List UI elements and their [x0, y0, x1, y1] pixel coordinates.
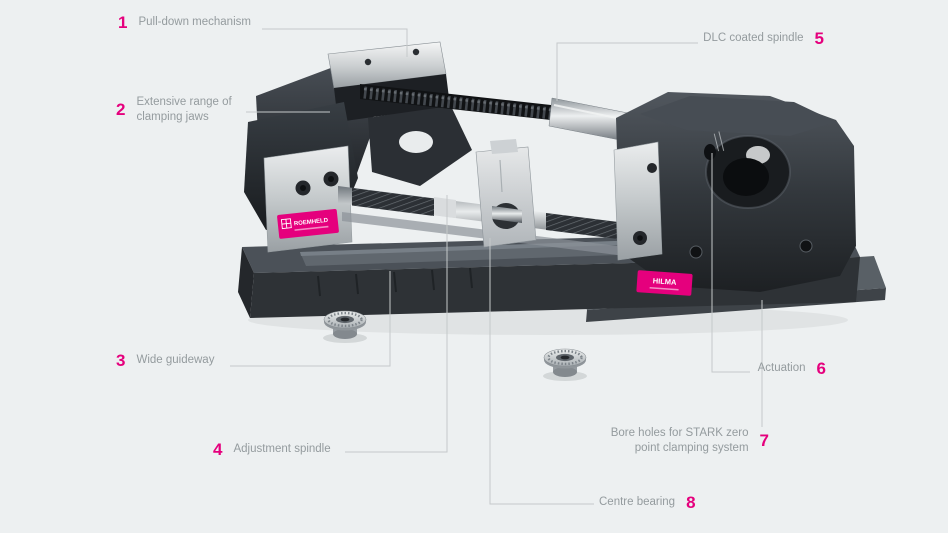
callout-5-line: [556, 42, 698, 101]
callout-1-line: [262, 28, 408, 57]
callout-1-number: 1: [118, 13, 128, 32]
callout-6-line: [711, 153, 750, 373]
callout-actuation: Actuation 6: [758, 360, 826, 377]
plug-screw-right: [543, 348, 587, 381]
callout-6-label: Actuation: [757, 362, 806, 375]
callout-4-number: 4: [213, 440, 223, 459]
hilma-plate-text: HILMA: [652, 276, 677, 287]
callout-8-number: 8: [686, 493, 696, 512]
callout-3-number: 3: [116, 351, 126, 370]
actuation-recess: [704, 144, 716, 160]
centre-bearing: [475, 139, 537, 248]
dlc-spindle: [360, 84, 639, 144]
callout-1-label: Pull-down mechanism: [138, 16, 251, 29]
left-jaw: ROEMHELD: [244, 41, 472, 253]
callout-8-label: Centre bearing: [599, 496, 676, 509]
callout-5-label: DLC coated spindle: [703, 32, 804, 45]
roemheld-plate-text: ROEMHELD: [294, 218, 329, 228]
callout-2-number: 2: [116, 100, 126, 120]
callout-dlc-coated-spindle: DLC coated spindle 5: [703, 30, 824, 47]
callout-8-line: [489, 238, 594, 505]
callout-wide-guideway: 3 Wide guideway: [116, 352, 214, 369]
callout-5-number: 5: [814, 29, 824, 48]
plug-screw-left: [323, 310, 367, 343]
callout-4-line: [345, 195, 448, 453]
callout-centre-bearing: Centre bearing 8: [599, 494, 696, 511]
callout-3-line: [230, 271, 391, 367]
callout-6-number: 6: [816, 359, 826, 378]
callout-clamping-jaws: 2 Extensive range of clamping jaws: [116, 95, 240, 125]
callout-3-label: Wide guideway: [136, 354, 215, 367]
callout-4-label: Adjustment spindle: [233, 443, 331, 456]
callout-2-label: Extensive range of clamping jaws: [136, 96, 232, 123]
right-jaw: HILMA: [613, 92, 856, 296]
callout-pull-down-mechanism: 1 Pull-down mechanism: [118, 14, 251, 31]
hilma-plate: HILMA: [636, 270, 693, 296]
callout-7-label: Bore holes for STARK zero point clamping…: [610, 427, 749, 454]
roemheld-plate: ROEMHELD: [277, 209, 339, 239]
callout-adjustment-spindle: 4 Adjustment spindle: [213, 441, 331, 458]
guideway-slots: [317, 267, 473, 297]
callout-stark-bore-holes: Bore holes for STARK zero point clamping…: [599, 426, 769, 456]
callout-7-number: 7: [759, 431, 769, 451]
